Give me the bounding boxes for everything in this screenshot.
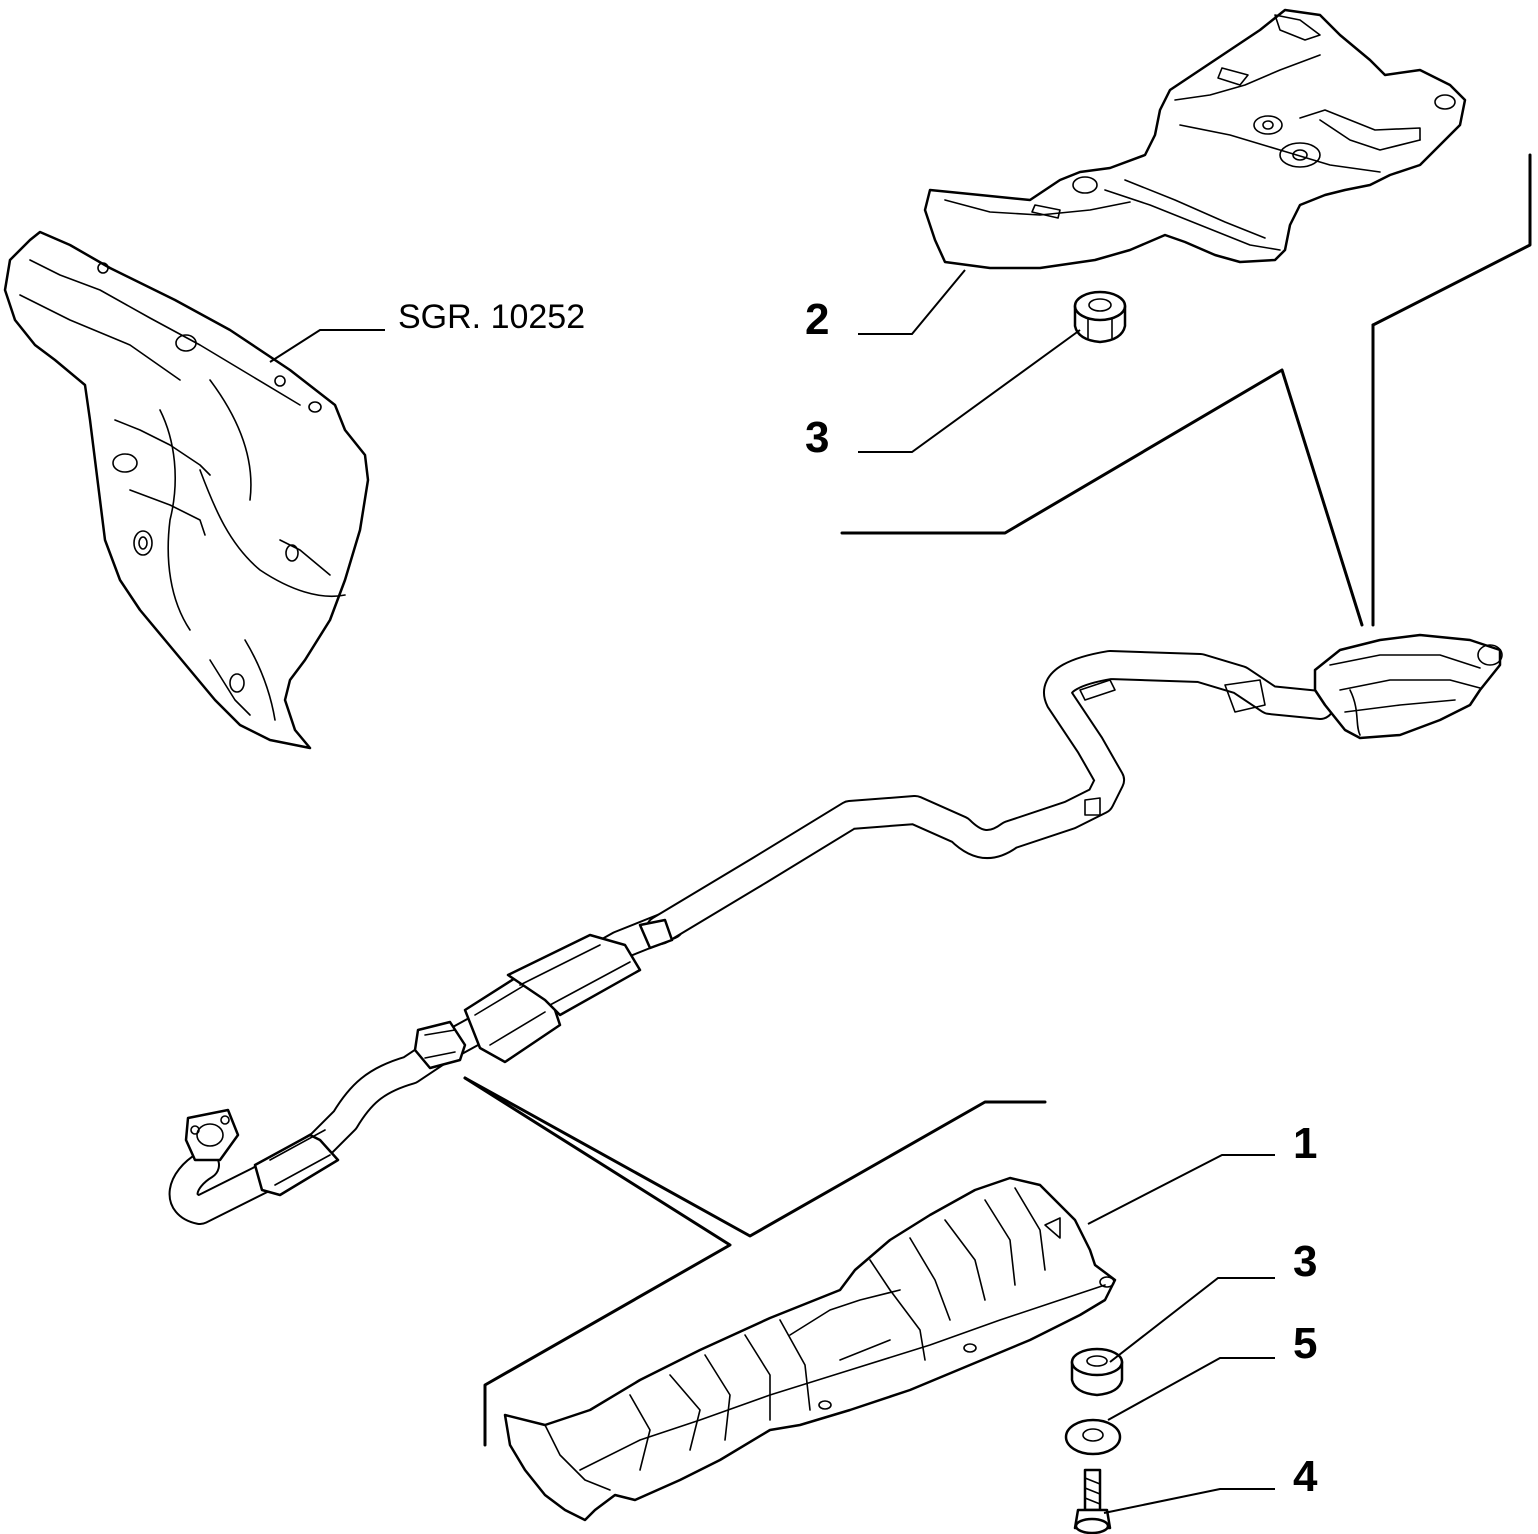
nut-top <box>1073 290 1127 344</box>
screw <box>1073 1468 1112 1534</box>
washer <box>1064 1418 1122 1456</box>
callout-4: 4 <box>1293 1452 1318 1501</box>
center-heat-shield <box>503 1176 1117 1522</box>
callout-2: 2 <box>805 295 829 344</box>
leader-lines <box>269 269 1275 1514</box>
callout-1: 1 <box>1293 1119 1317 1168</box>
rear-heat-shield <box>923 8 1467 270</box>
assembly-guide-lines <box>463 153 1532 1447</box>
exhaust-pipe-assembly <box>168 633 1503 1225</box>
manifold-heat-shield <box>3 230 370 750</box>
callout-5: 5 <box>1293 1319 1317 1368</box>
nut-bottom <box>1070 1347 1124 1397</box>
callout-3-top: 3 <box>805 413 829 462</box>
callout-3-bottom: 3 <box>1293 1237 1317 1286</box>
reference-label: SGR. 10252 <box>398 298 585 336</box>
